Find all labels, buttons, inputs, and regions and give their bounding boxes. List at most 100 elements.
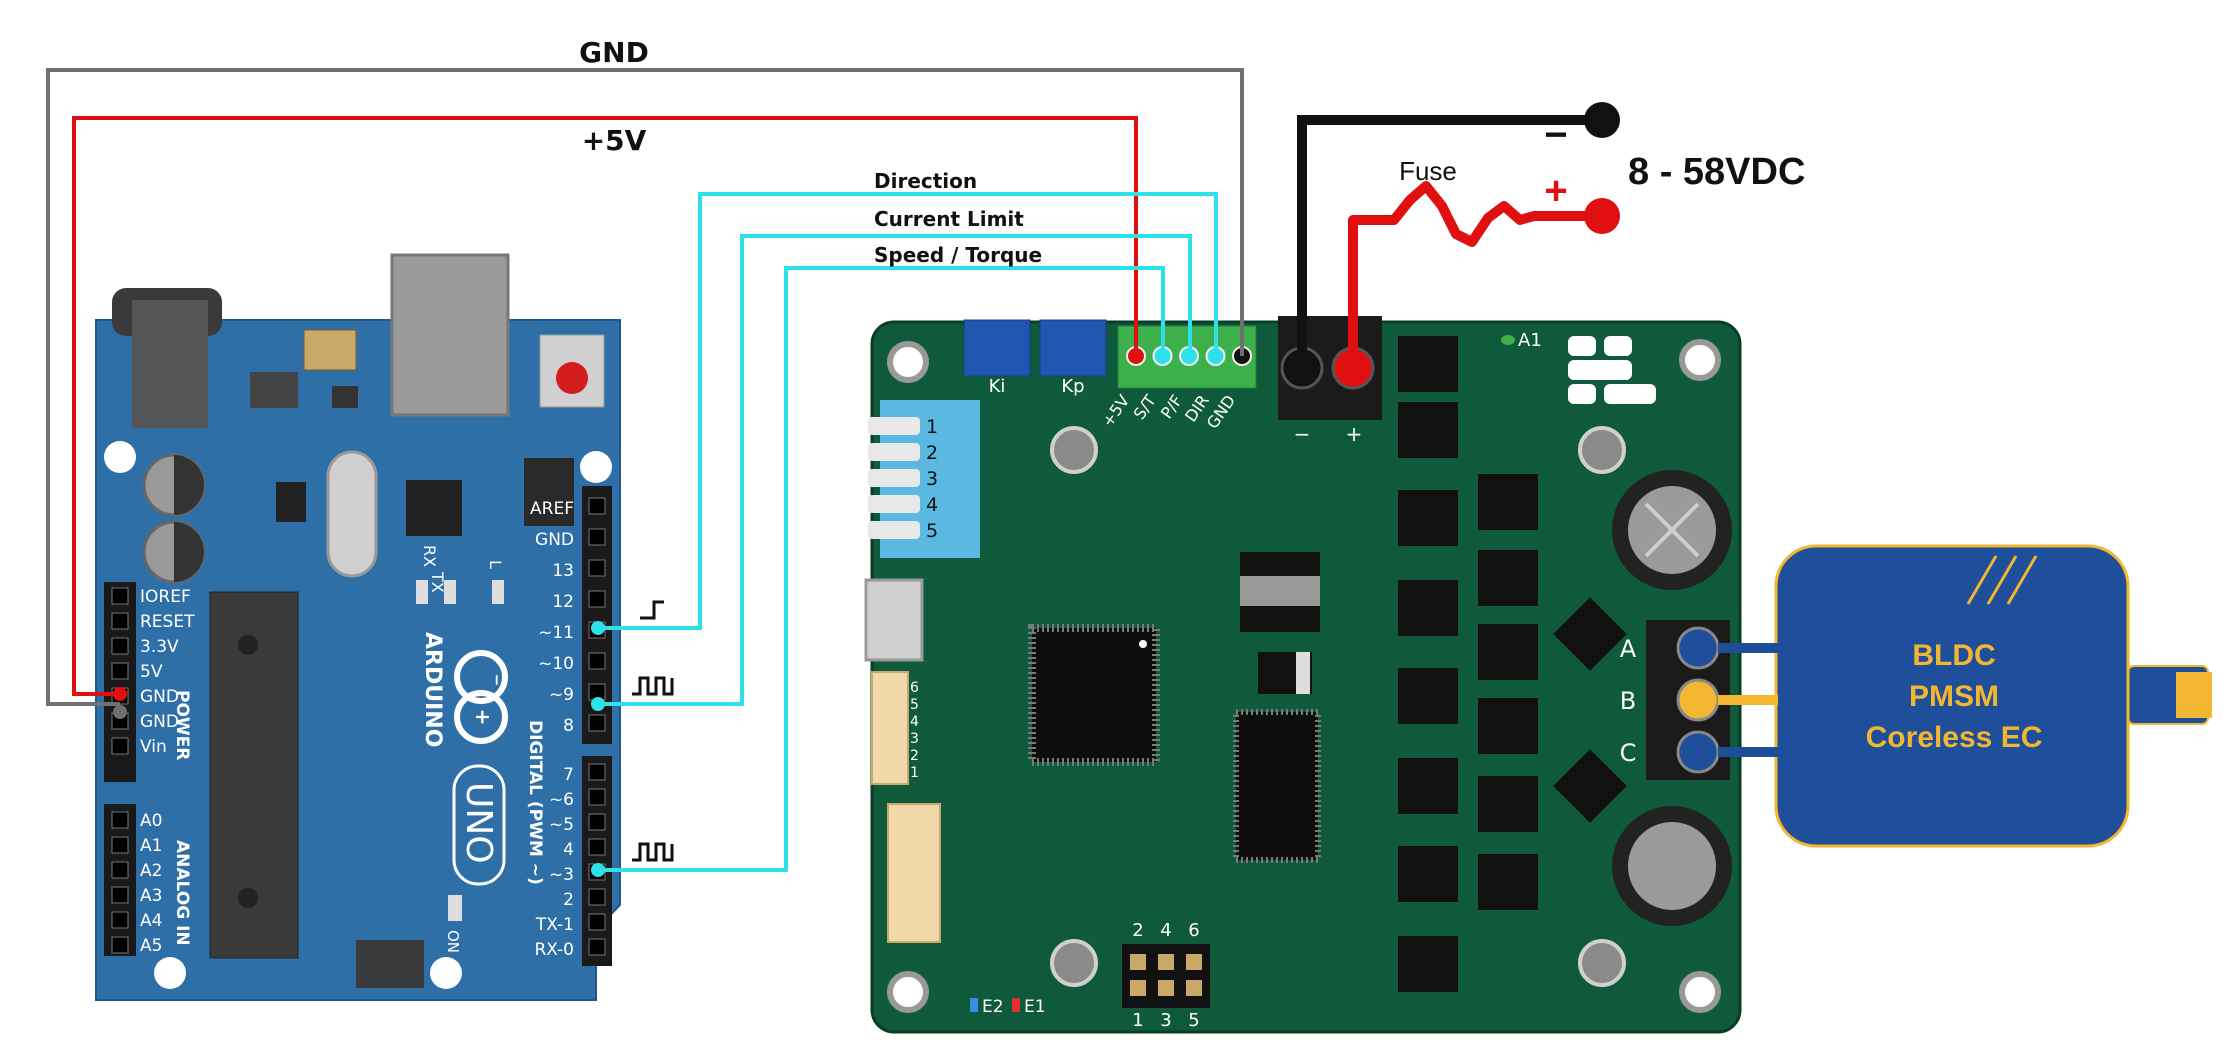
mounting-hole [887,971,929,1013]
motor-type-1: BLDC [1912,639,1995,672]
jumper-pin-label: 6 [1188,920,1199,941]
jumper-pin [1186,980,1202,996]
phase-a-terminal [1676,626,1720,670]
mosfet [1398,490,1458,546]
kp-potentiometer [1039,319,1107,377]
direction-wire-label: Direction [874,169,977,193]
small-ic [276,482,306,522]
header-pin [588,763,606,781]
arduino-brand: ARDUINO [420,632,445,747]
motor-decoration [1966,555,2038,605]
mounting-hole [154,957,186,989]
jumper-pin [1130,954,1146,970]
power-pin-label: RESET [140,612,195,632]
power-minus-label: − [1294,422,1311,446]
power-pin-label: Vin [140,737,167,757]
voltage-regulator [250,372,298,408]
aux-connector [887,803,941,943]
mounting-hole [430,957,462,989]
smd-component [1553,597,1627,671]
jumper-pin-label: 4 [1160,920,1171,941]
usb-connector [390,253,510,417]
jumper-pin [1186,954,1202,970]
phase-b-terminal [1676,678,1720,722]
encoder-pin-label: 2 [910,748,919,764]
header-pin [588,528,606,546]
wire-end [113,687,127,701]
header-pin [111,737,129,755]
arduino-logo: − + ARDUINO [420,632,508,747]
digital-pin-label: RX-0 [534,940,574,960]
wire-end [591,863,605,877]
on-led [448,895,462,921]
mounting-hole [887,341,929,383]
v5-wire [72,116,1138,696]
pwm-signal-icon [632,842,674,862]
hall-pin-label: 4 [926,494,938,516]
header-pin [588,497,606,515]
digital-pin-label: ~5 [549,815,574,835]
phase-c-label: C [1620,739,1637,767]
mosfet [1478,550,1538,606]
digital-pin-label: GND [535,530,574,550]
supply-plus-wire [1348,181,1602,368]
power-pin-label: 5V [140,662,163,682]
header-pin [111,612,129,630]
l-led [492,580,504,604]
digital-pin-label: 7 [563,765,574,785]
a1-label: A1 [1518,330,1542,351]
smd-component [1553,749,1627,823]
digital-pin-label: ~11 [538,623,574,643]
power-pin-label: 3.3V [140,637,179,657]
motor: BLDC PMSM Coreless EC [1718,544,2212,848]
supply-plus-terminal [1584,198,1620,234]
hall-pin [868,495,920,513]
header-pin [111,587,129,605]
header-pin [111,861,129,879]
uno-badge [452,764,506,886]
mosfet [1478,474,1538,530]
power-pin-label: GND [140,687,179,707]
hall-pin-label: 2 [926,442,938,464]
digital-pin-label: 4 [563,840,574,860]
encoder-pin-label: 5 [910,697,919,713]
ki-label: Ki [989,376,1006,397]
speed-torque-wire [598,266,1165,872]
power-plus-label: + [1346,422,1363,446]
supply-minus-wire [1297,115,1602,368]
rx-led [444,580,456,604]
mosfet [1398,336,1458,392]
smd-transistor [332,386,358,408]
mosfet [1398,846,1458,902]
reset-button-cap [556,362,588,394]
mosfet [1478,624,1538,680]
arduino-board: TX RX L − + ARDUINO UNO ON IOREFRESET3.3… [95,253,621,1001]
speed-torque-wire-label: Speed / Torque [874,243,1042,267]
digital-pin-label: ~9 [549,685,574,705]
icsp-header [524,458,574,526]
digital-header-bottom [582,756,612,966]
step-signal-icon [640,600,664,620]
microcontroller-chip [1028,624,1160,766]
encoder-pin-label: 3 [910,731,919,747]
header-pin [588,938,606,956]
e2-label: E2 [982,997,1004,1017]
gate-driver-chip [1233,709,1321,863]
screw-hole [1578,939,1626,987]
supply-voltage-label: 8 - 58VDC [1628,151,1805,193]
tx-label: TX [428,571,447,593]
jumper-pin [1130,980,1146,996]
wire-end [113,705,127,719]
header-pin [111,936,129,954]
on-label: ON [444,930,462,953]
capacitor-tantalum [303,329,357,371]
current-limit-wire-label: Current Limit [874,207,1024,231]
header-pin [111,662,129,680]
jumper-pin-label: 1 [1132,1010,1143,1031]
header-pin [588,888,606,906]
motor-type-3: Coreless EC [1866,721,2043,754]
micro-usb [864,578,924,662]
